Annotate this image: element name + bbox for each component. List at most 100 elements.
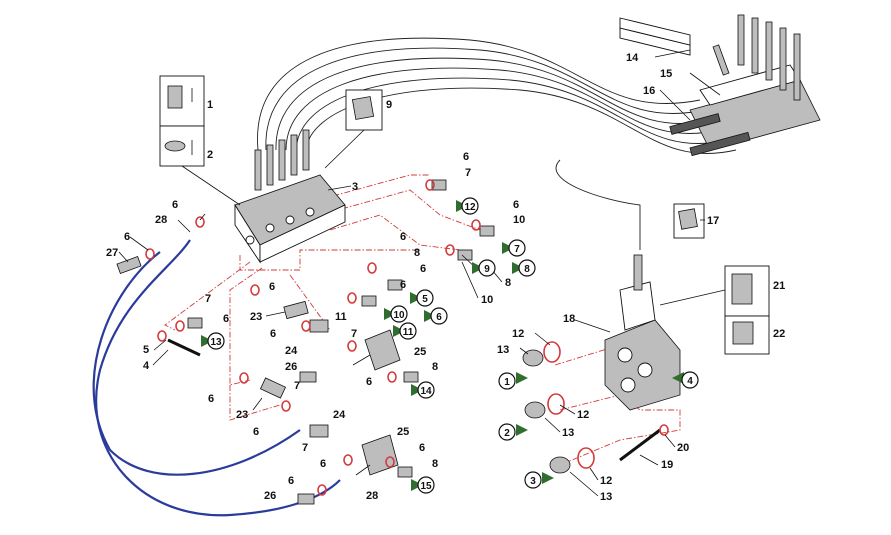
svg-text:6: 6 <box>400 231 406 243</box>
svg-text:9: 9 <box>484 264 490 275</box>
svg-text:6: 6 <box>463 151 469 163</box>
label-1: 1 <box>207 99 213 111</box>
svg-text:2: 2 <box>504 428 510 439</box>
svg-text:7: 7 <box>351 328 357 340</box>
inset-part-17 <box>673 203 705 239</box>
connection-marker-11: 11 <box>393 322 417 340</box>
svg-text:13: 13 <box>562 427 574 439</box>
svg-text:23: 23 <box>236 409 248 421</box>
svg-text:7: 7 <box>205 293 211 305</box>
svg-text:1: 1 <box>504 377 510 388</box>
svg-text:8: 8 <box>505 277 511 289</box>
svg-text:6: 6 <box>419 442 425 454</box>
svg-text:3: 3 <box>530 476 536 487</box>
svg-text:7: 7 <box>465 167 471 179</box>
svg-text:6: 6 <box>223 313 229 325</box>
control-cables <box>257 37 737 250</box>
svg-text:8: 8 <box>432 361 438 373</box>
svg-text:11: 11 <box>403 327 414 338</box>
svg-text:4: 4 <box>143 360 150 372</box>
svg-text:15: 15 <box>420 481 432 492</box>
connection-marker-3: 3 <box>524 471 554 489</box>
part-14-plate <box>619 17 691 56</box>
svg-text:26: 26 <box>285 361 297 373</box>
inset-parts-21-22 <box>659 265 770 355</box>
svg-text:7: 7 <box>302 442 308 454</box>
svg-text:6: 6 <box>288 475 294 487</box>
svg-text:12: 12 <box>464 202 476 213</box>
svg-text:27: 27 <box>106 247 118 259</box>
svg-text:8: 8 <box>414 247 420 259</box>
svg-text:5: 5 <box>143 344 149 356</box>
hoses <box>92 239 341 517</box>
connection-marker-15: 15 <box>411 476 435 494</box>
svg-text:10: 10 <box>513 214 525 226</box>
svg-text:6: 6 <box>513 199 519 211</box>
connection-marker-5: 5 <box>410 289 434 307</box>
svg-text:7: 7 <box>514 244 520 255</box>
label-18: 18 <box>563 313 575 325</box>
svg-text:25: 25 <box>414 346 426 358</box>
connection-markers: 12 7 8 9 5 6 10 11 13 14 15 4 1 2 3 <box>201 197 699 494</box>
svg-text:8: 8 <box>432 458 438 470</box>
svg-text:7: 7 <box>294 380 300 392</box>
svg-text:6: 6 <box>400 279 406 291</box>
svg-text:8: 8 <box>524 264 530 275</box>
inset-part-9 <box>324 89 383 169</box>
leader-lines <box>118 49 721 497</box>
svg-text:6: 6 <box>208 393 214 405</box>
svg-text:6: 6 <box>420 263 426 275</box>
svg-text:6: 6 <box>270 328 276 340</box>
svg-text:6: 6 <box>172 199 178 211</box>
fittings <box>116 179 661 505</box>
connection-marker-2: 2 <box>498 423 528 441</box>
svg-text:5: 5 <box>422 294 428 305</box>
svg-text:6: 6 <box>269 281 275 293</box>
connection-marker-1: 1 <box>498 372 528 390</box>
connection-marker-13: 13 <box>201 332 225 350</box>
svg-text:6: 6 <box>253 426 259 438</box>
control-lever-assembly <box>669 14 821 157</box>
label-3: 3 <box>352 181 358 193</box>
svg-text:6: 6 <box>124 231 130 243</box>
svg-text:6: 6 <box>436 312 442 323</box>
svg-text:28: 28 <box>366 490 378 502</box>
svg-text:24: 24 <box>333 409 346 421</box>
label-2: 2 <box>207 149 213 161</box>
connection-marker-10: 10 <box>384 305 408 323</box>
connection-marker-4: 4 <box>672 371 699 389</box>
svg-text:26: 26 <box>264 490 276 502</box>
connection-marker-8: 8 <box>512 259 536 277</box>
label-16: 16 <box>643 85 655 97</box>
connection-marker-12: 12 <box>456 197 479 215</box>
svg-text:13: 13 <box>210 337 222 348</box>
svg-text:4: 4 <box>687 376 693 387</box>
label-22: 22 <box>773 328 785 340</box>
svg-text:12: 12 <box>577 409 589 421</box>
svg-text:25: 25 <box>397 426 409 438</box>
svg-text:6: 6 <box>366 376 372 388</box>
connection-marker-7: 7 <box>502 239 526 257</box>
svg-text:13: 13 <box>497 344 509 356</box>
svg-text:11: 11 <box>335 311 347 323</box>
svg-text:6: 6 <box>320 458 326 470</box>
svg-text:28: 28 <box>155 214 167 226</box>
seal-rings <box>145 179 669 496</box>
svg-text:12: 12 <box>512 328 524 340</box>
svg-text:23: 23 <box>250 311 262 323</box>
label-14: 14 <box>626 52 639 64</box>
inset-parts-1-2 <box>159 75 241 206</box>
part-labels: 1 2 9 3 14 15 16 17 18 21 22 19 20 6 7 6… <box>106 52 785 503</box>
label-17: 17 <box>707 215 719 227</box>
part-3-valve-block <box>234 129 346 264</box>
connection-marker-14: 14 <box>411 381 435 399</box>
label-21: 21 <box>773 280 785 292</box>
svg-text:24: 24 <box>285 345 298 357</box>
connection-marker-9: 9 <box>472 259 496 277</box>
svg-text:14: 14 <box>420 386 432 397</box>
label-15: 15 <box>660 68 672 80</box>
part-18-secondary-valve <box>604 254 681 411</box>
svg-text:10: 10 <box>481 294 493 306</box>
label-20: 20 <box>677 442 689 454</box>
